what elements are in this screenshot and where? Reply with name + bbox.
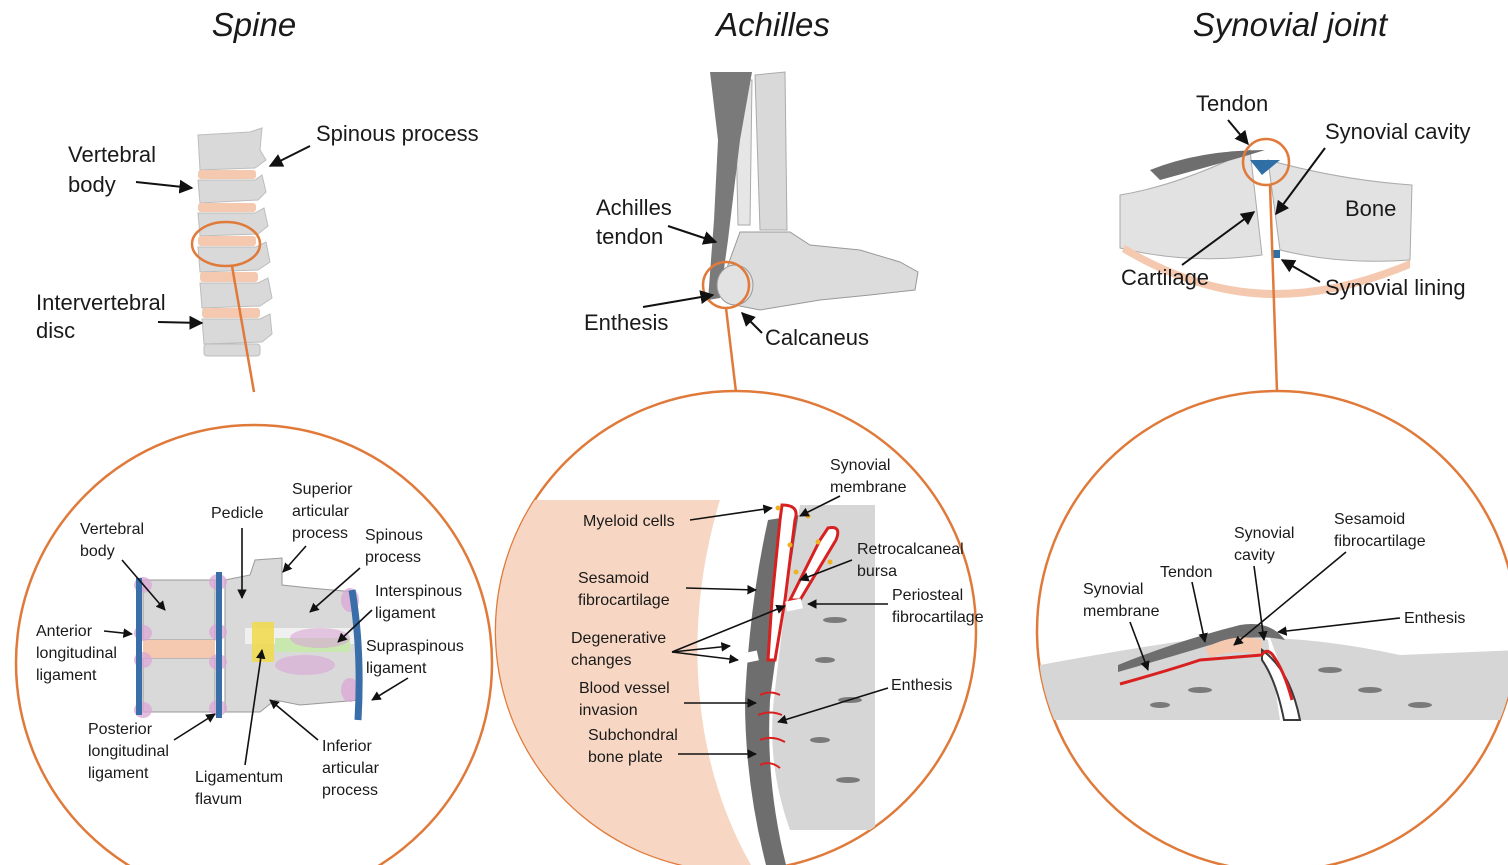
achilles-panel: Achilles Achilles tendon Enthesis Calcan… xyxy=(480,6,984,865)
spine-detail-label-ligamentum-flavum: Ligamentum flavum xyxy=(195,769,288,808)
spine-detail-label-interspinous-ligament: Interspinous ligament xyxy=(375,583,467,622)
arrow xyxy=(742,313,762,333)
myeloid-cell xyxy=(794,570,799,575)
arrow xyxy=(158,322,202,323)
achilles-detail-label-myeloid-cells: Myeloid cells xyxy=(583,513,675,530)
arrow xyxy=(270,146,310,166)
bone-texture xyxy=(810,737,830,743)
synovial-detail-label-sesamoid-fibrocartilage: Sesamoid fibrocartilage xyxy=(1334,511,1426,550)
tibia-shape xyxy=(755,72,787,230)
synovial-detail-circle xyxy=(1037,391,1508,865)
achilles-detail-label-synovial-membrane: Synovial membrane xyxy=(830,457,907,496)
disc xyxy=(200,272,258,282)
arrow xyxy=(136,182,192,188)
synovial-detail-label-enthesis: Enthesis xyxy=(1404,610,1465,627)
spine-detail-label-inferior-articular-process: Inferior articular process xyxy=(322,738,383,799)
myeloid-cell xyxy=(828,560,833,565)
achilles-detail-label-enthesis: Enthesis xyxy=(891,677,952,694)
spine-label-vertebral-body: Vertebral body xyxy=(68,142,162,197)
vertebra xyxy=(198,128,266,170)
arrow xyxy=(1228,120,1248,144)
spine-detail-label-pedicle: Pedicle xyxy=(211,505,264,522)
arrow xyxy=(643,295,713,307)
achilles-title: Achilles xyxy=(714,6,830,43)
inflammation-spot xyxy=(290,628,350,648)
spine-detail-label-vertebral-body: Vertebral body xyxy=(80,521,149,560)
spine-title: Spine xyxy=(212,6,296,43)
synovial-title: Synovial joint xyxy=(1193,6,1389,43)
synovial-label-cartilage: Cartilage xyxy=(1121,265,1209,290)
arrow xyxy=(174,714,215,740)
synovial-label-synovial-cavity: Synovial cavity xyxy=(1325,119,1471,144)
achilles-label-achilles-tendon: Achilles tendon xyxy=(596,195,678,249)
bone-texture xyxy=(1408,702,1432,708)
arrow xyxy=(104,631,132,634)
foot-illustration xyxy=(708,72,918,310)
spine-detail-label-spinous-process: Spinous process xyxy=(365,527,427,566)
achilles-connector-line xyxy=(726,308,736,392)
bone-texture xyxy=(815,657,835,663)
synovial-detail-illustration xyxy=(1040,624,1508,720)
arrow xyxy=(1282,260,1320,282)
myeloid-cell xyxy=(788,543,793,548)
myeloid-cell xyxy=(816,540,821,545)
spine-label-intervertebral-disc: Intervertebral disc xyxy=(36,290,172,343)
achilles-detail-label-periosteal-fibrocartilage: Periosteal fibrocartilage xyxy=(892,587,984,626)
disc-shape xyxy=(143,640,215,658)
bone-texture xyxy=(1358,687,1382,693)
arrow xyxy=(1278,618,1400,632)
synovial-label-bone: Bone xyxy=(1345,196,1396,221)
disc xyxy=(202,308,260,318)
arrow xyxy=(668,226,716,242)
bone-texture xyxy=(1188,687,1212,693)
achilles-label-enthesis: Enthesis xyxy=(584,310,668,335)
arrow xyxy=(270,700,318,740)
inflammation-spot xyxy=(275,655,335,675)
vertebra xyxy=(202,314,272,344)
synovial-lining-shape xyxy=(1273,250,1280,258)
right-bone-region xyxy=(1270,638,1508,720)
spine-detail-label-supraspinous-ligament: Supraspinous ligament xyxy=(366,638,468,677)
synovial-label-synovial-lining: Synovial lining xyxy=(1325,275,1466,300)
spine-detail-label-superior-articular-process: Superior articular process xyxy=(292,481,357,542)
synovial-detail-label-tendon: Tendon xyxy=(1160,564,1213,581)
bone-texture xyxy=(836,777,860,783)
spine-detail-illustration xyxy=(134,558,360,720)
vertebral-body-shape xyxy=(143,580,215,640)
achilles-detail-illustration xyxy=(480,500,875,865)
spine-detail-label-posterior-longitudinal-ligament: Posterior longitudinal ligament xyxy=(88,721,173,782)
spine-panel: Spine Vertebral body Spinous process xyxy=(16,6,492,865)
disc xyxy=(198,170,256,179)
bone-texture xyxy=(823,617,847,623)
synovial-detail-label-synovial-membrane: Synovial membrane xyxy=(1083,581,1160,620)
arrow xyxy=(283,546,306,572)
arrow xyxy=(372,678,408,700)
foot-bones-shape xyxy=(722,232,918,310)
disc xyxy=(198,236,256,246)
calcaneus-shape xyxy=(717,265,753,305)
vertebral-body-shape xyxy=(143,658,215,712)
arrow xyxy=(1192,582,1205,642)
synovial-detail-label-synovial-cavity: Synovial cavity xyxy=(1234,525,1299,564)
myeloid-cell xyxy=(806,514,811,519)
vertebra xyxy=(198,175,266,203)
ligamentum-flavum-shape xyxy=(252,622,274,662)
achilles-label-calcaneus: Calcaneus xyxy=(765,325,869,350)
vertebra xyxy=(204,344,260,356)
spine-label-spinous-process: Spinous process xyxy=(316,121,479,146)
bone-texture xyxy=(1318,667,1342,673)
synovial-panel: Synovial joint Tendon Synovial cavity Bo… xyxy=(1037,6,1508,865)
disc xyxy=(198,203,256,212)
synovial-label-tendon: Tendon xyxy=(1196,91,1268,116)
myeloid-cell xyxy=(776,506,781,511)
bone-texture xyxy=(1150,702,1170,708)
